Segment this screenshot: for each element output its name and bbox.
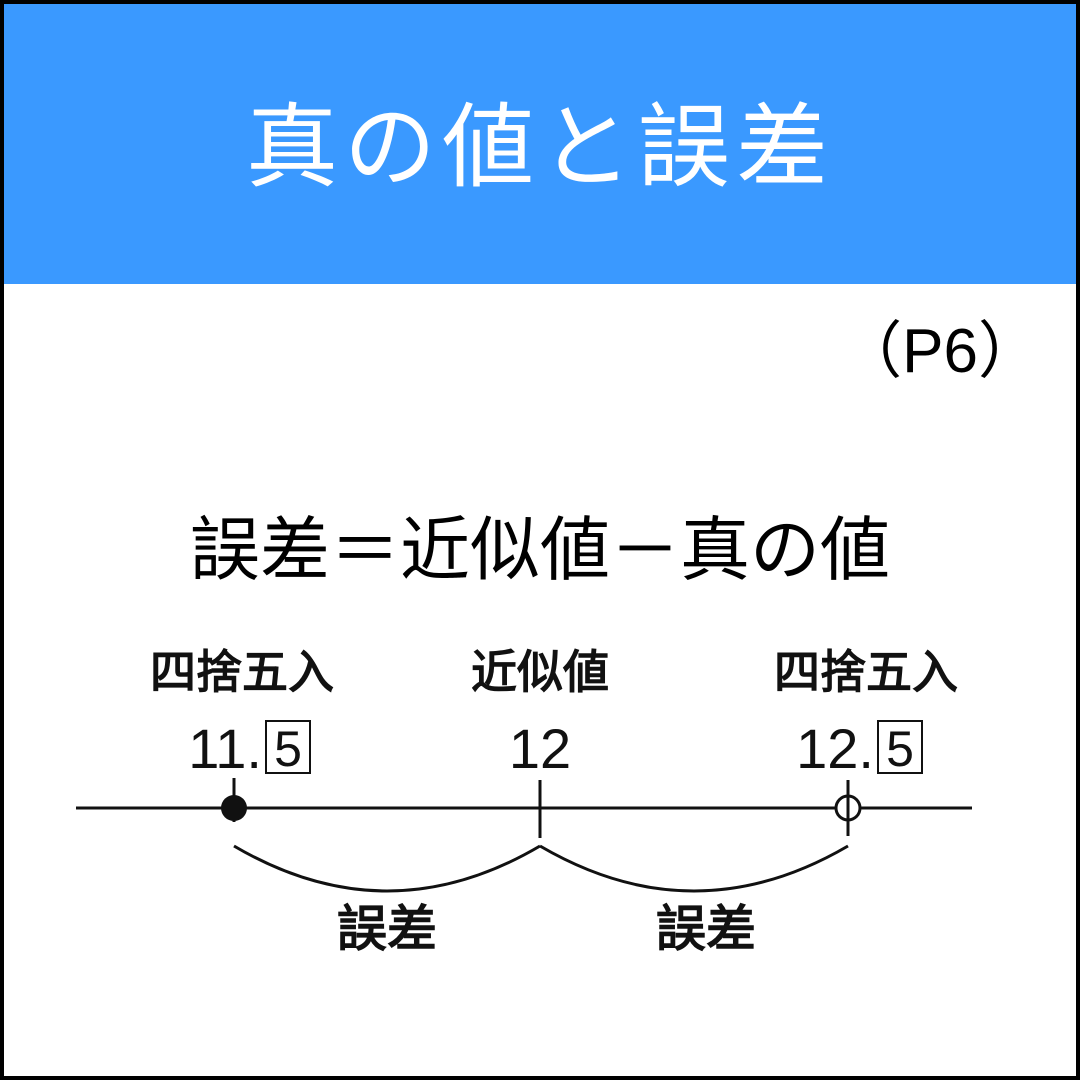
- left-error-brace: [233, 844, 541, 893]
- left-error-label: 誤差: [337, 900, 437, 958]
- left-boxed-digit-box: [265, 720, 311, 774]
- left-boxed-digit: 5: [274, 721, 302, 777]
- right-boxed-digit: 5: [886, 721, 914, 777]
- approx-value-label: 近似値: [471, 645, 609, 699]
- right-error-label: 誤差: [656, 900, 756, 958]
- page-reference: （P6）: [840, 317, 1040, 386]
- title-banner: 真の値と誤差: [4, 4, 1076, 284]
- right-number: 12.: [796, 717, 874, 780]
- filled-point: [221, 795, 247, 821]
- left-rounding-label: 四捨五入: [150, 645, 334, 699]
- center-number: 12: [509, 717, 571, 780]
- left-number: 11.: [188, 717, 262, 780]
- right-rounding-label: 四捨五入: [774, 645, 958, 699]
- right-boxed-digit-box: [877, 720, 923, 774]
- page-title: 真の値と誤差: [245, 93, 834, 201]
- error-formula: 誤差＝近似値－真の値: [190, 509, 890, 591]
- right-error-brace: [539, 844, 849, 893]
